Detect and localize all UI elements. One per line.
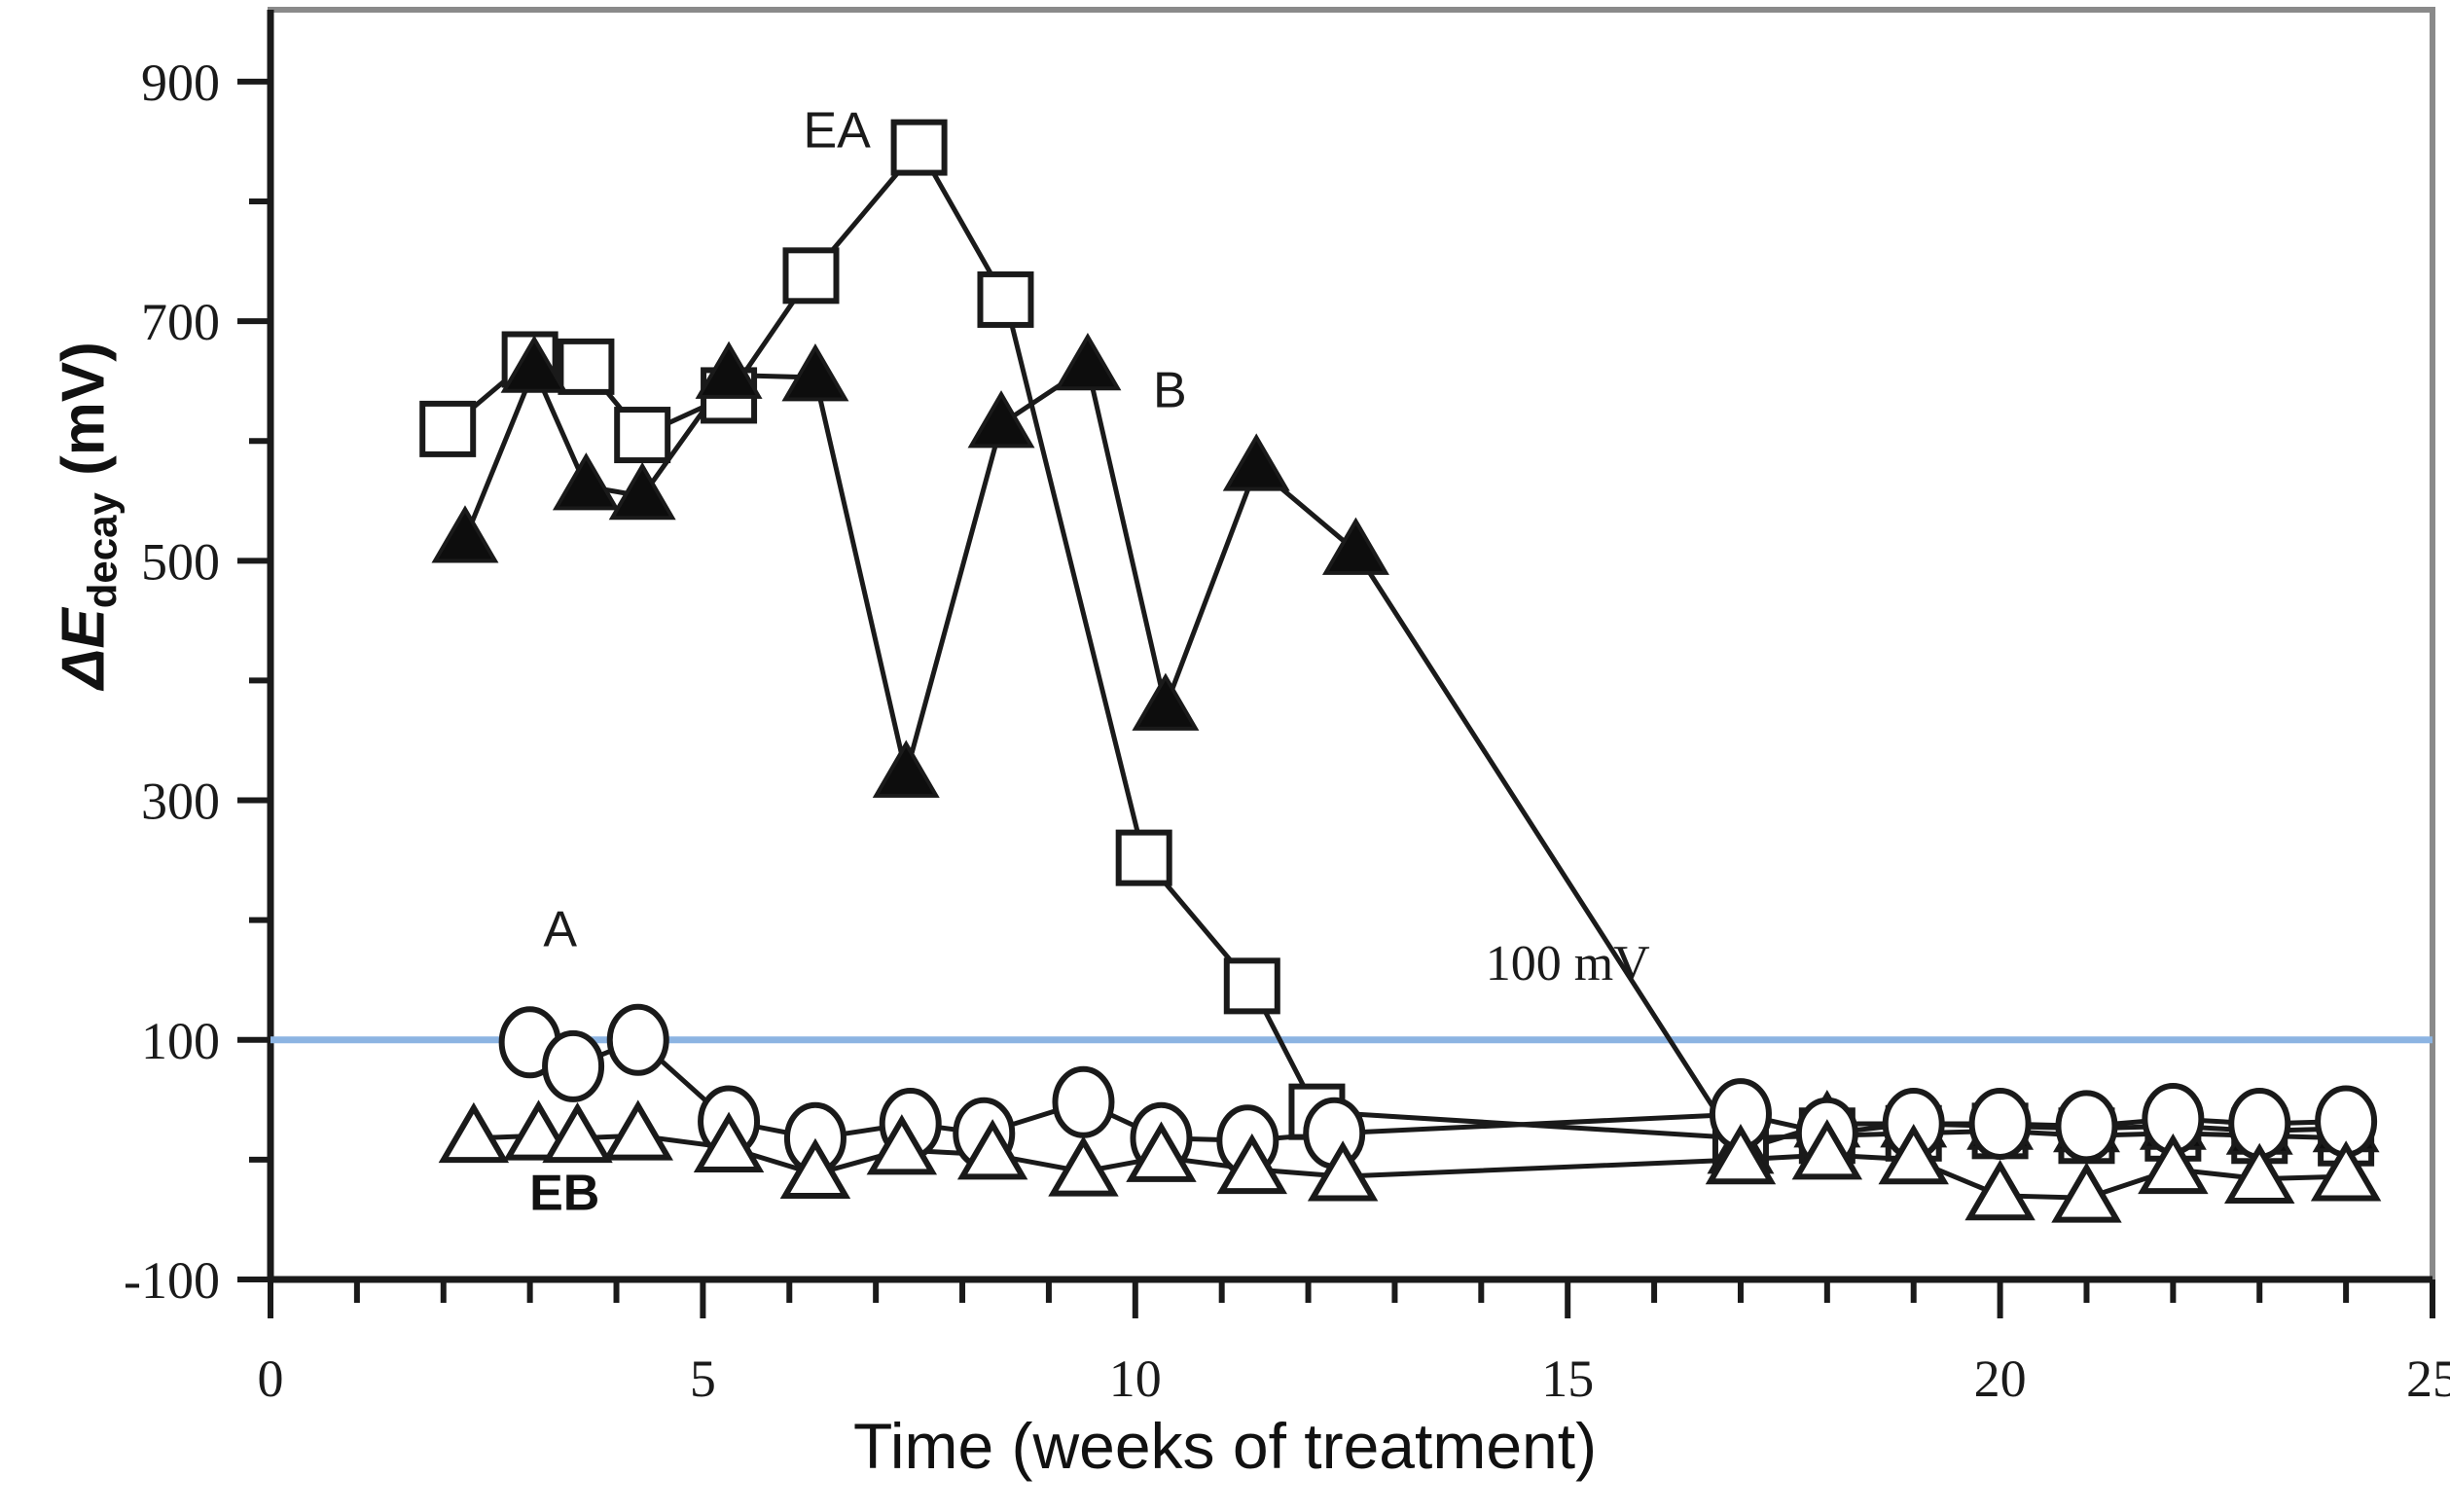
marker-filled-triangle [1222,433,1290,491]
marker-open-circle [606,1003,669,1076]
marker-open-triangle [1216,1133,1288,1195]
marker-open-triangle [1307,1140,1379,1202]
series-markers-EB [438,1099,2382,1223]
marker-filled-triangle [967,390,1035,449]
y-tick-label: -100 [124,1251,220,1310]
marker-filled-triangle [1321,517,1389,575]
marker-filled-triangle [500,335,568,393]
annotation-100-mv: 100 mV [1486,936,1650,991]
marker-open-triangle [1964,1159,2036,1221]
marker-open-square [890,119,948,176]
marker-filled-triangle [1132,672,1200,731]
annotation-b: B [1153,363,1187,419]
marker-open-circle [2055,1090,2118,1163]
x-tick-label: 10 [1109,1350,1162,1408]
marker-open-square [614,407,671,464]
x-tick-label: 0 [258,1350,284,1408]
y-tick-label: 900 [141,54,220,112]
marker-open-circle [1052,1065,1115,1138]
marker-open-square [782,247,840,305]
marker-filled-triangle [552,452,620,511]
marker-open-triangle [693,1111,765,1172]
y-tick-label: 100 [141,1012,220,1070]
marker-open-circle [1968,1087,2032,1160]
marker-filled-triangle [781,343,849,402]
annotation-ea: EA [803,103,871,160]
y-tick-label: 300 [141,773,220,831]
marker-open-triangle [1878,1123,1949,1185]
marker-open-triangle [542,1101,613,1164]
marker-open-circle [542,1029,605,1102]
marker-open-triangle [866,1114,938,1175]
marker-open-triangle [1048,1135,1119,1197]
marker-open-triangle [1705,1123,1777,1185]
marker-open-square [1115,829,1172,886]
marker-filled-triangle [872,739,940,798]
marker-open-triangle [1791,1119,1863,1180]
marker-filled-triangle [1054,332,1122,391]
marker-open-triangle [438,1101,510,1164]
marker-open-triangle [956,1119,1028,1180]
annotation-eb: EB [529,1166,599,1222]
marker-open-triangle [1126,1121,1197,1182]
annotation-a: A [543,902,577,958]
marker-open-triangle [779,1137,851,1200]
marker-filled-triangle [695,341,763,399]
x-tick-label: 5 [690,1350,716,1408]
marker-filled-triangle [608,461,676,521]
marker-open-square [419,400,477,457]
x-tick-label: 20 [1974,1350,2027,1408]
marker-open-square [558,338,615,395]
x-tick-label: 15 [1541,1350,1594,1408]
marker-open-triangle [602,1099,673,1161]
marker-open-triangle [2051,1162,2122,1223]
y-tick-label: 500 [141,532,220,591]
marker-open-square [977,270,1034,328]
marker-open-triangle [2224,1142,2295,1204]
y-tick-label: 700 [141,293,220,351]
marker-open-triangle [2138,1133,2209,1195]
marker-open-square [1223,957,1280,1015]
marker-filled-triangle [431,505,499,563]
x-tick-label: 25 [2406,1350,2450,1408]
marker-open-triangle [2310,1140,2382,1202]
